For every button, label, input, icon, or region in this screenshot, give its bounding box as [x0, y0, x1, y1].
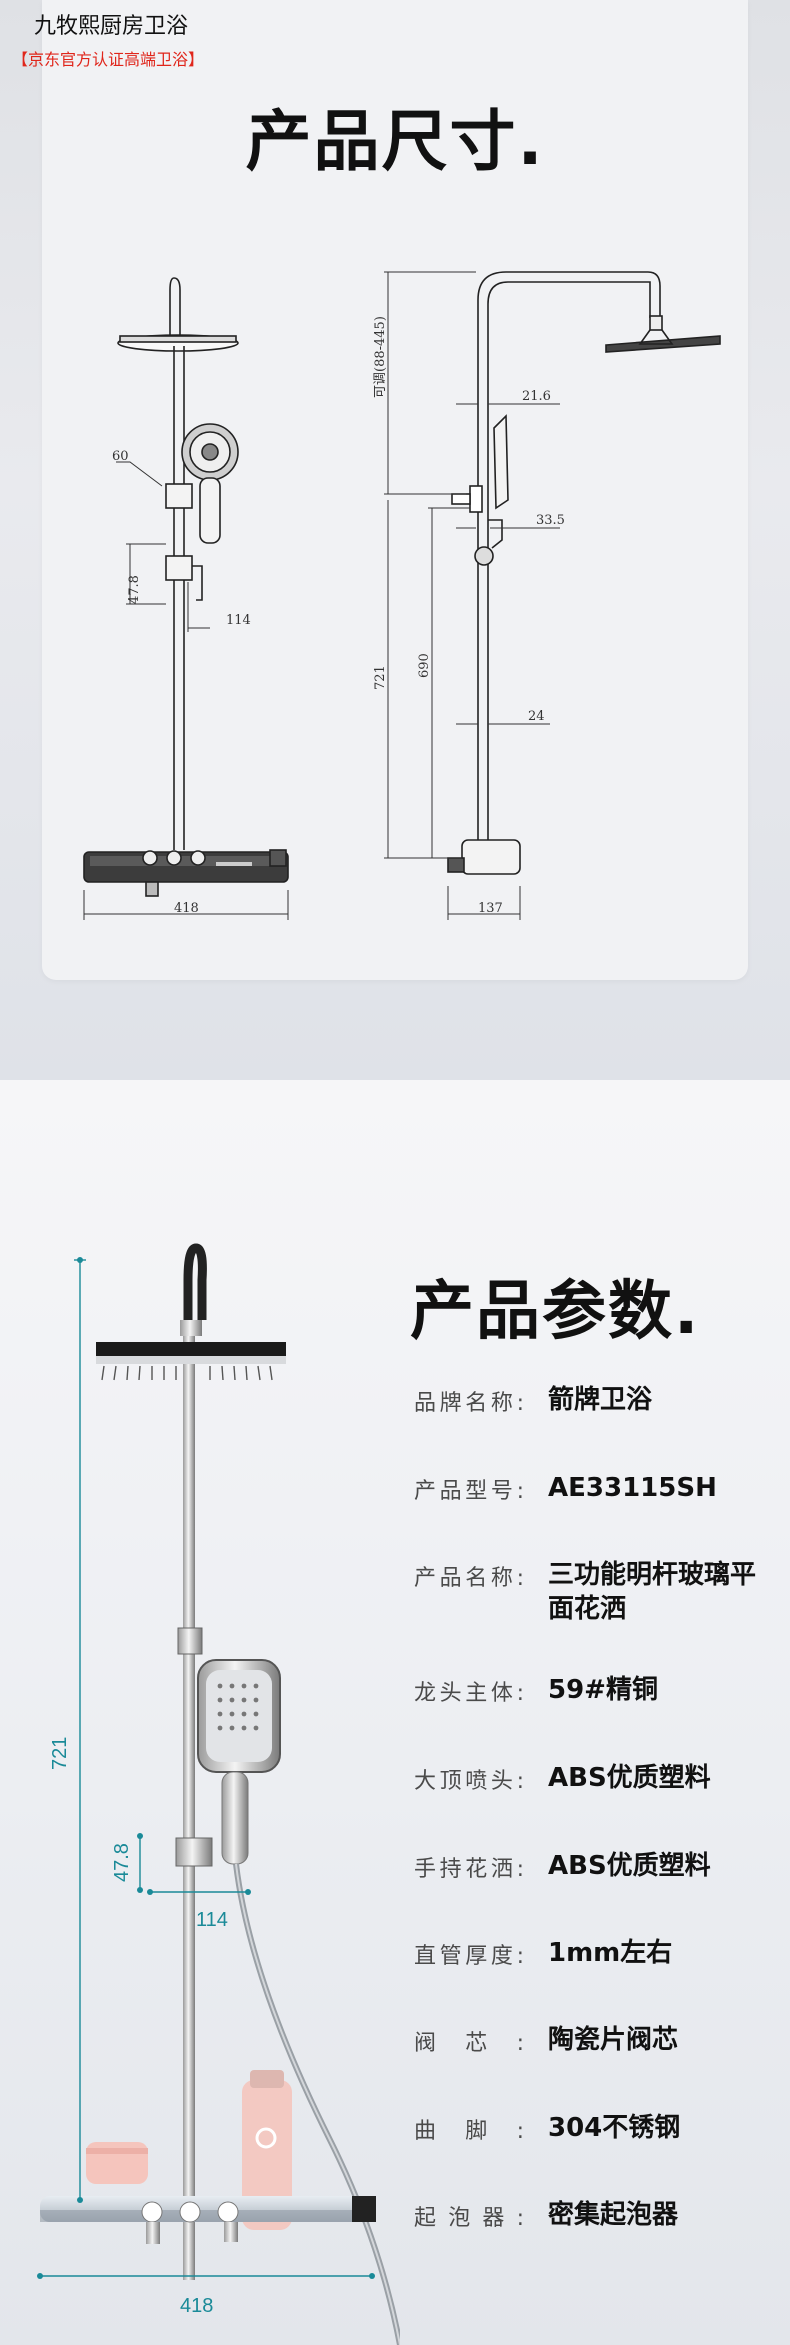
param-value: 箭牌卫浴: [548, 1385, 653, 1415]
photo-dim-114: 114: [196, 1909, 228, 1931]
dimension-card: [42, 0, 748, 980]
lotion-bottle: [242, 2080, 292, 2230]
front-dim-60: 60: [112, 449, 129, 464]
side-dim-33-5: 33.5: [536, 513, 565, 528]
side-dim-24: 24: [528, 709, 545, 724]
product-photo: 721 47.8 114 418: [37, 1243, 400, 2345]
main-pipe: [183, 1320, 195, 2280]
side-dim-137: 137: [478, 901, 503, 916]
param-label: 曲脚:: [414, 2119, 524, 2144]
side-console: [461, 839, 521, 875]
param-label: 龙头主体:: [414, 1681, 524, 1706]
param-label: 手持花洒:: [414, 1857, 524, 1882]
photo-dim-418: 418: [180, 2295, 213, 2317]
param-value: 密集起泡器: [548, 2200, 679, 2230]
photo-dim-47-8: 47.8: [111, 1843, 133, 1882]
param-label: 产品型号:: [414, 1479, 524, 1504]
dimensions-section: 九牧熙厨房卫浴 【京东官方认证高端卫浴】 产品尺寸.: [0, 0, 790, 1080]
param-value: 59#精铜: [548, 1675, 658, 1705]
dimensions-title: 产品尺寸.: [245, 103, 545, 180]
param-label: 阀芯:: [414, 2031, 524, 2056]
side-arm: [477, 271, 661, 860]
front-dim-114: 114: [226, 613, 251, 628]
side-dim-721: 721: [373, 665, 388, 690]
store-name: 九牧熙厨房卫浴: [34, 14, 189, 39]
side-dim-690: 690: [417, 653, 432, 678]
side-dim-adjustable: 可调(88-445): [373, 316, 388, 398]
technical-drawing: 60 47.8 114 418: [83, 271, 721, 920]
front-dim-47-8: 47.8: [127, 575, 142, 604]
param-label: 品牌名称:: [414, 1391, 524, 1416]
param-label: 产品名称:: [414, 1566, 524, 1591]
photo-dim-721: 721: [49, 1737, 71, 1770]
param-label: 大顶喷头:: [414, 1769, 524, 1794]
gooseneck: [183, 1243, 207, 1320]
param-value: 陶瓷片阀芯: [548, 2025, 679, 2055]
side-dim-21-6: 21.6: [522, 389, 551, 404]
param-label: 直管厚度:: [414, 1944, 524, 1969]
parameters-section: 721 47.8 114 418 产品参数. 品牌名称: 箭牌卫浴 产品型号: …: [0, 1080, 790, 2345]
side-hand-shower: [493, 414, 509, 510]
front-arm: [169, 277, 181, 336]
param-label: 起泡器:: [414, 2206, 524, 2231]
rain-head: [96, 1342, 286, 1356]
param-value: 304不锈钢: [548, 2113, 681, 2143]
param-value: 三功能明杆玻璃平面花洒: [548, 1560, 757, 1624]
store-badge: 【京东官方认证高端卫浴】: [12, 50, 205, 69]
param-value: 1mm左右: [548, 1938, 673, 1968]
front-dim-418: 418: [174, 901, 199, 916]
param-value: ABS优质塑料: [548, 1851, 711, 1881]
param-value: ABS优质塑料: [548, 1763, 711, 1793]
parameters-title: 产品参数.: [410, 1275, 701, 1349]
param-value: AE33115SH: [548, 1473, 717, 1503]
